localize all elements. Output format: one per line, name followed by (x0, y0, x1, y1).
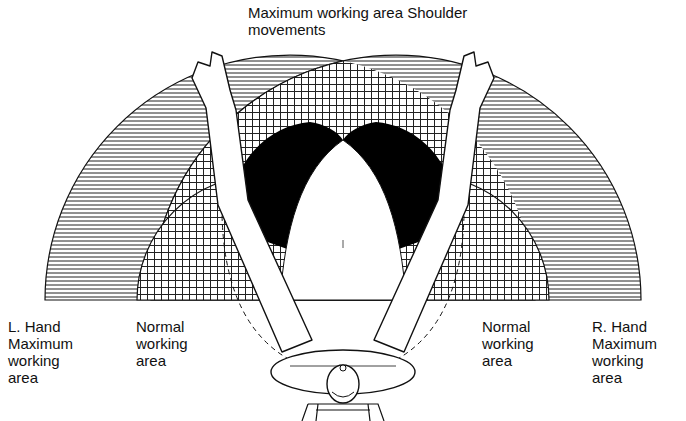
tick (343, 240, 344, 248)
diagram-title-label: Maximum working area Shoulder movements (246, 4, 470, 38)
head-top (340, 365, 346, 371)
center-dome (280, 140, 406, 300)
head (327, 365, 359, 403)
left-forearm-arc (222, 215, 298, 364)
right-forearm-arc (388, 215, 464, 364)
left-arm (192, 52, 312, 352)
right-normal-label: Normal working area (480, 318, 552, 369)
right-max-label: R. Hand Maximum working area (590, 318, 678, 386)
face (332, 392, 354, 397)
left-max-label: L. Hand Maximum working area (6, 318, 90, 386)
left-normal-label: Normal working area (134, 318, 206, 369)
chair (302, 404, 384, 421)
right-arm (374, 52, 494, 352)
